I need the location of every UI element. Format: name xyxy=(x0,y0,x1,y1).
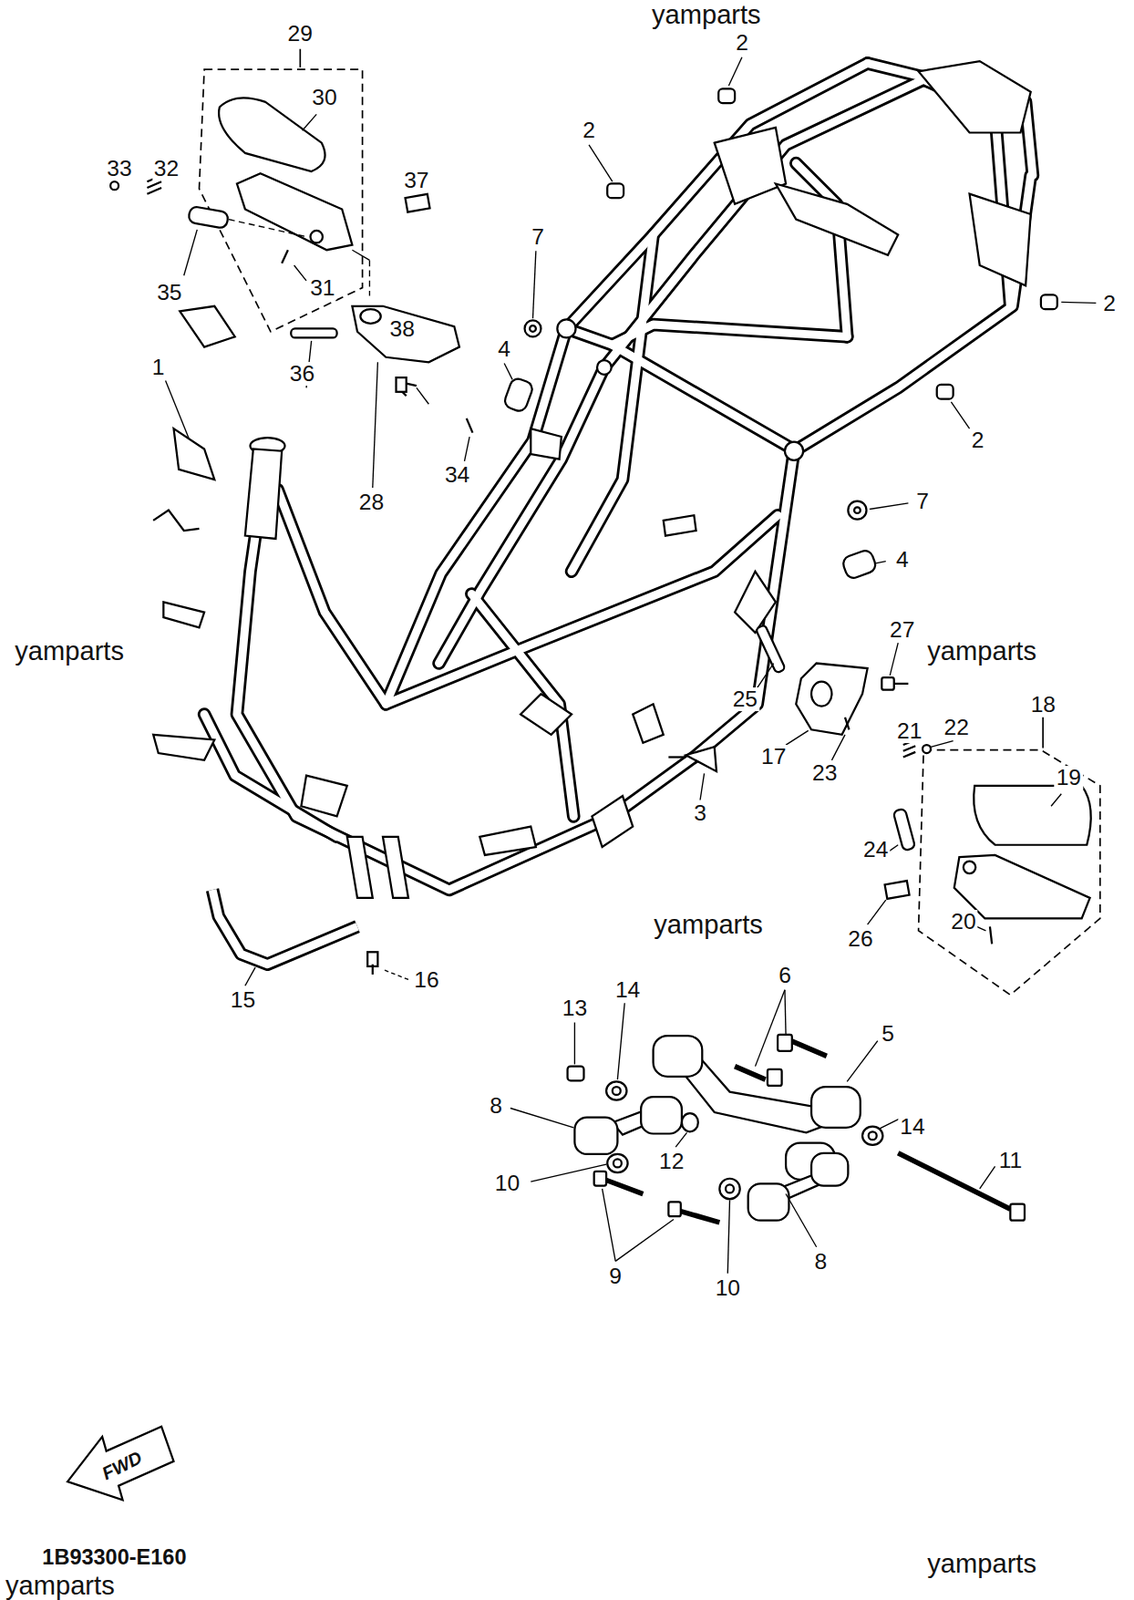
callout-number: 2 xyxy=(969,428,987,453)
callout-number: 2 xyxy=(580,118,598,143)
direction-arrow-text: FWD xyxy=(97,1446,147,1485)
callout-number: 33 xyxy=(104,156,134,181)
callout-number: 14 xyxy=(613,978,642,1002)
callout-number: 31 xyxy=(308,276,337,300)
callout-number: 24 xyxy=(861,837,890,862)
callout-number: 17 xyxy=(759,744,788,769)
callout-number: 38 xyxy=(387,317,416,341)
callout-number: 8 xyxy=(812,1249,829,1274)
callout-number: 2 xyxy=(733,30,751,55)
watermark: yamparts xyxy=(3,1571,117,1600)
callout-number: 26 xyxy=(845,927,875,951)
callout-number: 14 xyxy=(897,1114,927,1139)
callout-number: 8 xyxy=(487,1093,505,1118)
callout-number: 22 xyxy=(941,715,970,740)
callout-number: 32 xyxy=(152,156,181,181)
callout-number: 2 xyxy=(1101,291,1118,316)
callout-number: 10 xyxy=(493,1171,522,1196)
callout-number: 28 xyxy=(357,490,386,515)
callout-number: 9 xyxy=(607,1264,624,1289)
callout-number: 15 xyxy=(228,988,258,1012)
callout-number: 4 xyxy=(495,337,513,361)
callout-number: 35 xyxy=(154,280,184,305)
callout-number: 18 xyxy=(1029,692,1058,717)
callout-number: 23 xyxy=(810,761,839,785)
callout-number: 3 xyxy=(691,801,709,825)
watermark: yamparts xyxy=(925,1549,1039,1578)
callout-number: 21 xyxy=(895,719,924,743)
callout-number: 36 xyxy=(288,361,317,386)
callout-number: 12 xyxy=(657,1149,686,1174)
callout-number: 4 xyxy=(894,547,911,572)
callout-number: 13 xyxy=(560,996,589,1021)
callout-number: 34 xyxy=(443,463,472,487)
callout-number: 19 xyxy=(1054,765,1083,790)
callout-number: 37 xyxy=(402,168,431,193)
watermark: yamparts xyxy=(12,637,126,666)
callout-number: 5 xyxy=(879,1021,897,1046)
watermark: yamparts xyxy=(925,637,1039,666)
callout-number: 7 xyxy=(914,489,931,514)
callout-number: 27 xyxy=(887,618,917,642)
callout-number: 1 xyxy=(150,355,167,380)
callout-number: 7 xyxy=(529,225,547,249)
callout-number: 16 xyxy=(412,968,441,992)
watermark: yamparts xyxy=(649,0,763,29)
diagram-code: 1B93300-E160 xyxy=(40,1545,188,1568)
callout-number: 20 xyxy=(948,909,978,934)
callout-number: 25 xyxy=(731,687,760,712)
callout-number: 6 xyxy=(776,964,794,989)
watermark: yamparts xyxy=(651,910,765,939)
callout-number: 30 xyxy=(309,86,339,111)
callout-number: 10 xyxy=(713,1276,743,1300)
callout-number: 11 xyxy=(997,1148,1025,1173)
callout-number: 29 xyxy=(285,21,314,46)
